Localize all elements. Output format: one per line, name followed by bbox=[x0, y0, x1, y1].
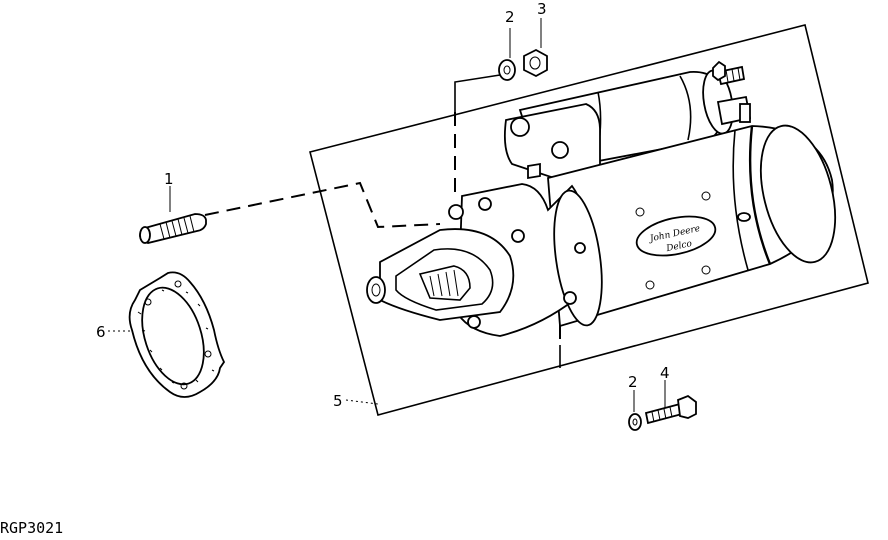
lock-washer-top-part bbox=[498, 59, 516, 81]
cap-screw-part bbox=[644, 394, 697, 425]
callout-6: 6 bbox=[96, 323, 106, 341]
callout-2-top: 2 bbox=[505, 8, 515, 26]
nut-part bbox=[523, 48, 548, 78]
assembly-frame bbox=[309, 24, 869, 416]
upper-bracket-line bbox=[454, 74, 501, 112]
callout-2-bottom: 2 bbox=[628, 373, 638, 391]
stud-dashed-line bbox=[204, 181, 441, 229]
figure-code: RGP3021 bbox=[0, 519, 63, 537]
starter-motor-part: John Deere Delco bbox=[366, 60, 836, 337]
lock-washer-bottom-part bbox=[628, 413, 642, 431]
callout-1: 1 bbox=[164, 170, 174, 188]
stud-part bbox=[139, 213, 207, 244]
callout-4: 4 bbox=[660, 364, 670, 382]
callout-5: 5 bbox=[333, 392, 343, 410]
callout-3: 3 bbox=[537, 0, 547, 18]
leader-5 bbox=[345, 399, 379, 405]
nameplate: John Deere Delco bbox=[635, 215, 717, 257]
gasket-part bbox=[128, 271, 226, 398]
